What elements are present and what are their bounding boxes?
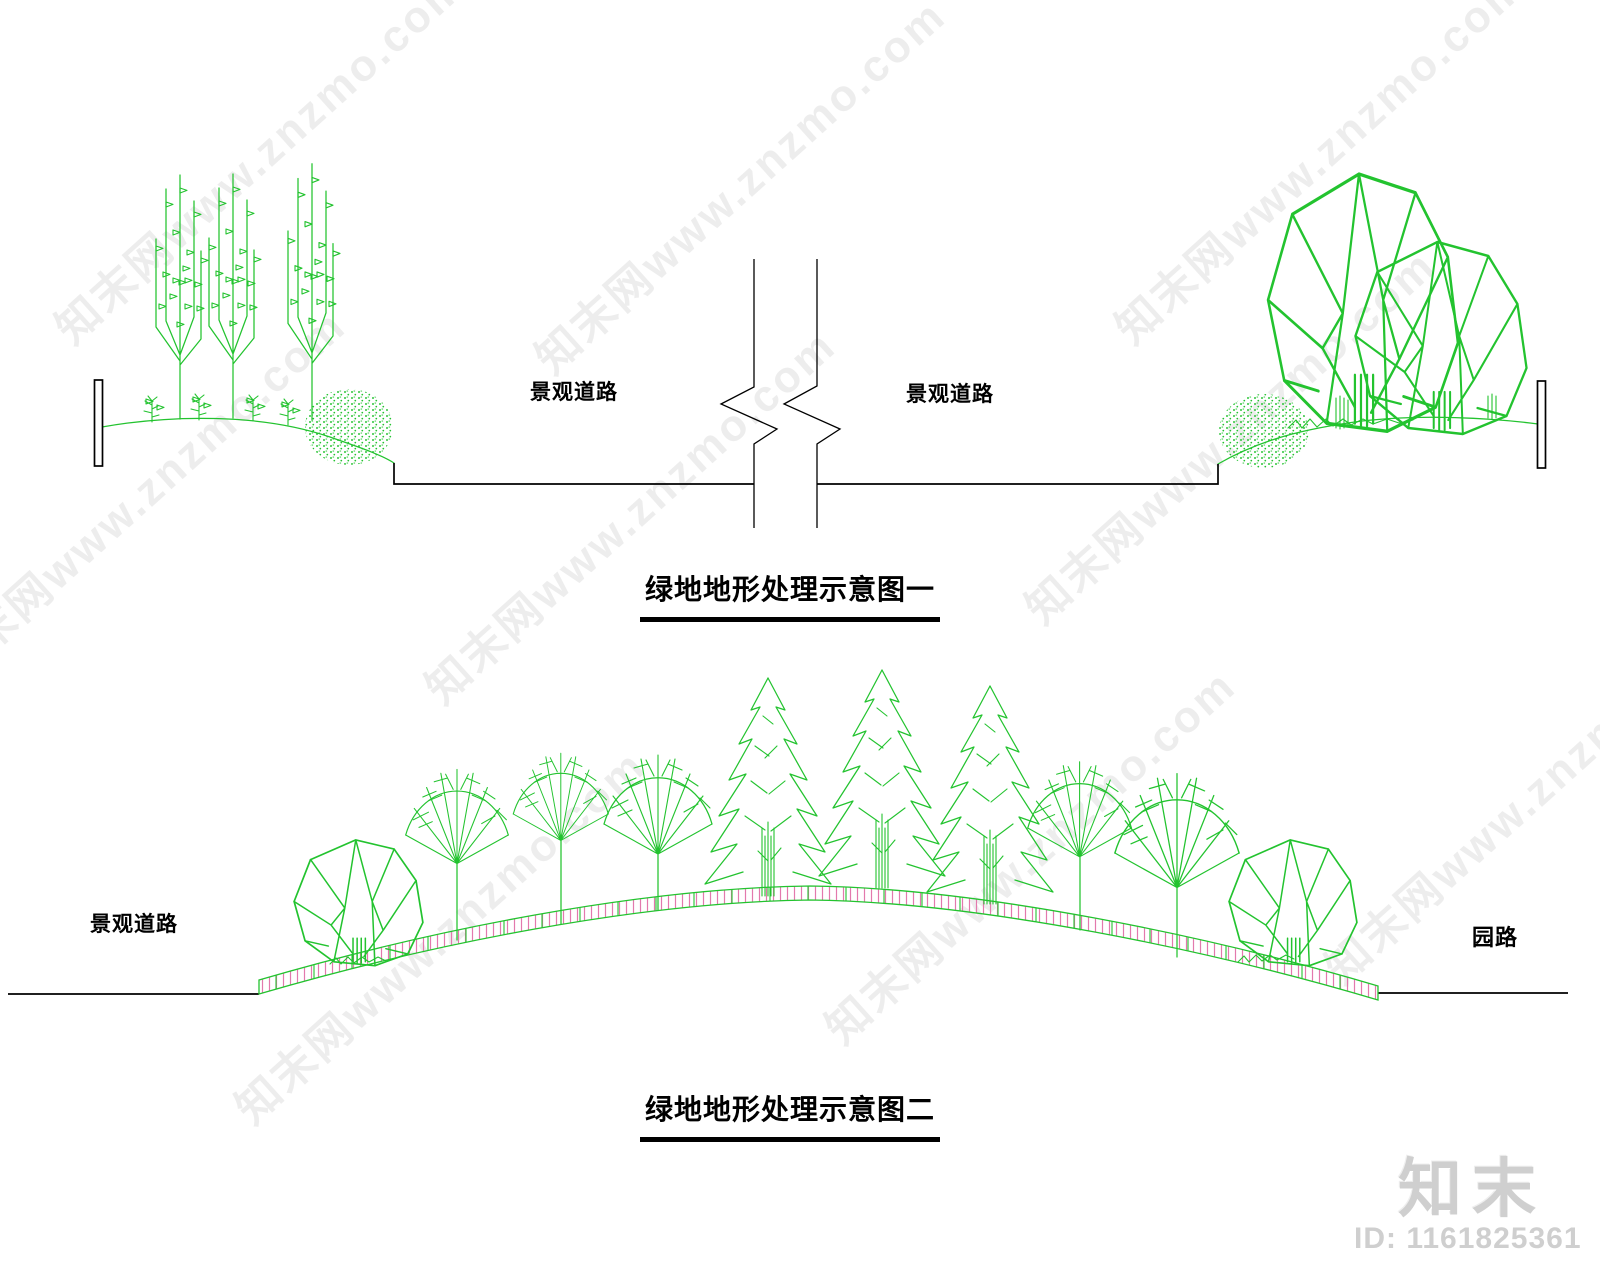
diagram2-path-label-right: 园路 — [1472, 925, 1519, 950]
stipple-bush-left — [305, 389, 393, 465]
diagram1-section — [93, 164, 1547, 528]
stipple-bush-right — [1219, 394, 1309, 468]
grass-line — [1287, 418, 1414, 429]
asset-id: ID: 1161825361 — [1354, 1222, 1582, 1255]
fan-tree-row — [405, 752, 1240, 958]
break-line-left — [719, 259, 779, 528]
diagram2-section — [8, 669, 1568, 1001]
retaining-wall-right — [1536, 380, 1547, 469]
poplar-grove — [156, 164, 340, 420]
road-line-right — [817, 464, 1219, 485]
ground-sprigs — [144, 394, 300, 425]
faceted-shrub-right — [1228, 839, 1358, 967]
diagram1-road-label-left: 景观道路 — [530, 381, 618, 404]
mound-band-ticks — [259, 886, 1378, 1000]
grass-tuft-right — [1237, 954, 1295, 963]
diagram2-title: 绿地地形处理示意图二 — [640, 1088, 940, 1142]
site-logo: 知末 — [1398, 1153, 1546, 1225]
grass-tuft-left — [329, 956, 387, 965]
break-line-right — [782, 259, 842, 528]
faceted-tree-group — [1266, 172, 1528, 436]
trunk-shading — [1335, 393, 1497, 430]
diagram2-road-label-left: 景观道路 — [90, 913, 178, 936]
diagram1-road-label-right: 景观道路 — [906, 383, 994, 406]
diagram1-title: 绿地地形处理示意图一 — [640, 568, 940, 622]
retaining-wall-left — [93, 379, 104, 467]
road-line-left — [393, 463, 754, 485]
conifer-row — [704, 669, 1054, 905]
